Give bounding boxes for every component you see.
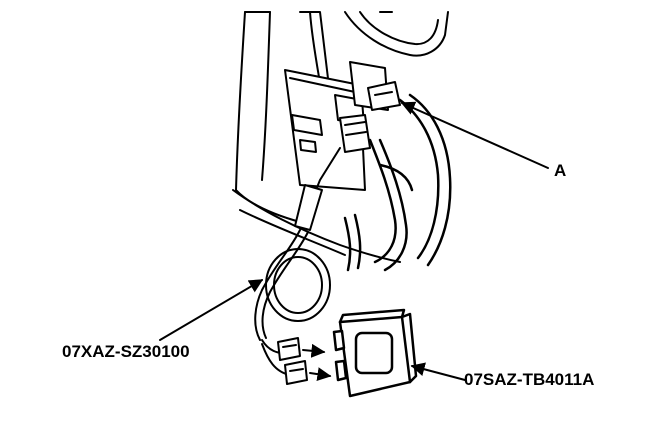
harness-end-plugs — [277, 337, 308, 385]
vehicle-frame — [232, 11, 449, 263]
buckle-housing — [284, 61, 389, 191]
callout-module-part-number: 07SAZ-TB4011A — [464, 370, 594, 389]
leader-cable — [159, 279, 264, 341]
test-module — [332, 308, 418, 398]
callout-a: A — [554, 161, 566, 180]
leader-a — [400, 101, 549, 169]
mating-arrows — [302, 343, 332, 382]
callout-cable-part-number: 07XAZ-SZ30100 — [62, 342, 190, 361]
leader-module — [410, 362, 466, 381]
harness-connector-a — [339, 81, 401, 153]
wiring-harness — [343, 93, 452, 272]
leader-lines — [159, 101, 549, 381]
